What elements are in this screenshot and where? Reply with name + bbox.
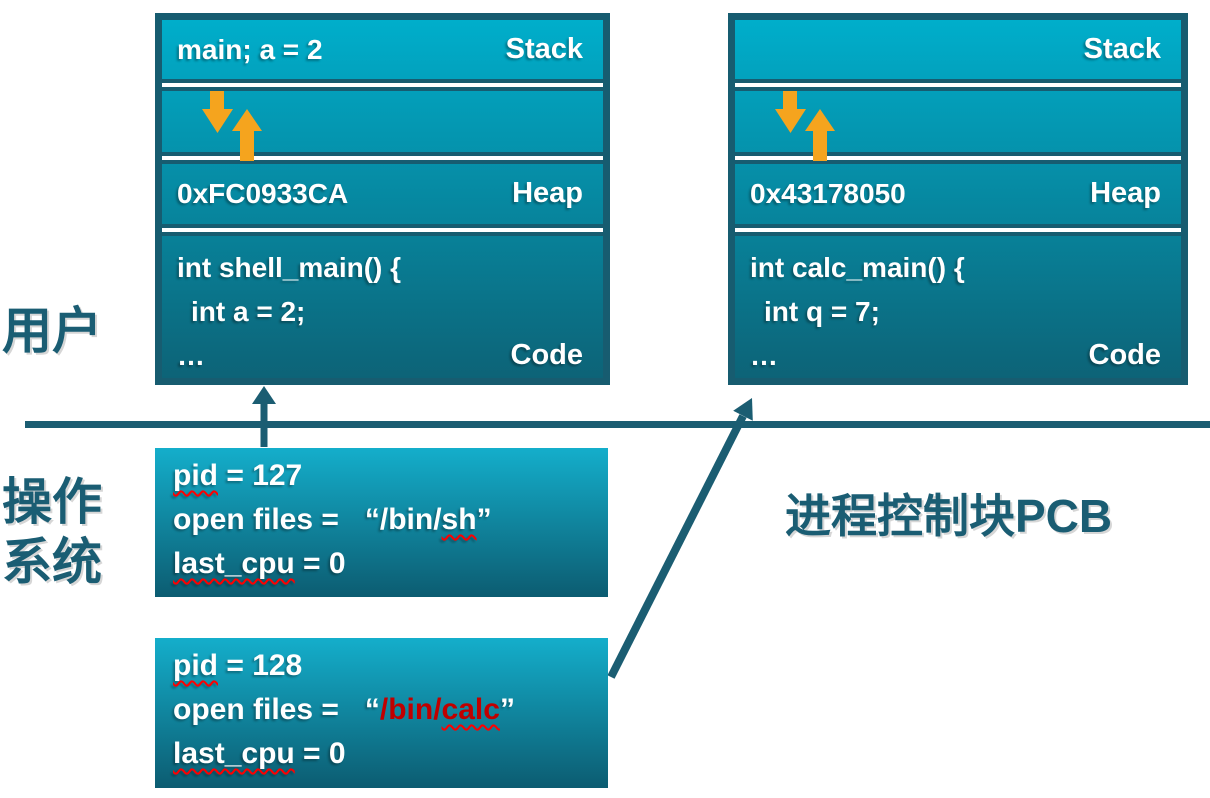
path-word: sh <box>441 503 477 536</box>
code-line-3: … <box>177 340 205 372</box>
pid-value: = 127 <box>218 459 303 492</box>
stack-section-shell: main; a = 2 Stack <box>162 20 603 79</box>
code-line-2: int a = 2; <box>191 296 306 328</box>
grow-up-arrow-icon <box>232 109 262 162</box>
code-label: Code <box>510 339 584 372</box>
pid-word: pid <box>173 649 218 682</box>
heap-section-shell: 0xFC0933CA Heap <box>162 164 603 224</box>
last-cpu-word: last_cpu <box>173 547 295 580</box>
code-line-2: int q = 7; <box>764 296 880 328</box>
section-divider <box>162 79 603 92</box>
path-prefix: /bin/ <box>379 503 442 536</box>
stack-label: Stack <box>505 33 583 66</box>
section-divider <box>162 151 603 164</box>
user-space-label: 用户 <box>2 303 102 359</box>
heap-value: 0x43178050 <box>750 177 906 209</box>
os-label-line1: 操作 <box>2 474 102 530</box>
grow-up-arrow-icon <box>805 109 835 162</box>
heap-section-calc: 0x43178050 Heap <box>735 164 1181 224</box>
stack-section-calc: Stack <box>735 20 1181 79</box>
code-line-3: … <box>750 340 778 372</box>
last-cpu-word: last_cpu <box>173 737 295 770</box>
code-section-shell: int shell_main() { int a = 2; … Code <box>162 236 603 378</box>
open-quote: “ <box>364 693 380 726</box>
stack-growth-arrows <box>775 91 835 162</box>
section-divider <box>735 224 1181 237</box>
pcb-pid-line: pid = 127 <box>173 454 608 498</box>
pcb-open-files-line: open files = “/bin/calc” <box>173 688 608 732</box>
grow-down-arrow-icon <box>202 91 233 134</box>
pcb-open-files-line: open files = “/bin/sh” <box>173 498 608 542</box>
os-label-line2: 系统 <box>2 534 102 590</box>
code-line-1: int calc_main() { <box>750 252 965 284</box>
heap-label: Heap <box>1090 177 1161 210</box>
code-label: Code <box>1088 339 1162 372</box>
path-prefix: /bin/ <box>379 693 442 726</box>
open-files-label: open files = <box>173 693 339 726</box>
pcb-pid-line: pid = 128 <box>173 644 608 688</box>
stack-label: Stack <box>1083 33 1161 66</box>
pcb-last-cpu-line: last_cpu = 0 <box>173 732 608 776</box>
code-line-1: int shell_main() { <box>177 252 402 284</box>
os-space-label: 操作 系统 <box>2 472 102 592</box>
pcb-box-127: pid = 127 open files = “/bin/sh” last_cpu… <box>155 448 608 597</box>
heap-value: 0xFC0933CA <box>177 177 349 209</box>
heap-label: Heap <box>512 177 583 210</box>
pcb-caption: 进程控制块PCB <box>785 490 1113 542</box>
process-box-calc: Stack 0x43178050 Heap int calc_main() { … <box>728 13 1188 385</box>
code-section-calc: int calc_main() { int q = 7; … Code <box>735 236 1181 378</box>
process-box-shell: main; a = 2 Stack 0xFC0933CA Heap int sh… <box>155 13 610 385</box>
pcb-last-cpu-line: last_cpu = 0 <box>173 542 608 586</box>
section-divider <box>162 224 603 237</box>
last-cpu-value: = 0 <box>294 547 346 580</box>
pid-value: = 128 <box>218 649 303 682</box>
pcb128-to-process-arrow <box>607 398 753 679</box>
section-divider <box>735 151 1181 164</box>
open-files-label: open files = <box>173 503 339 536</box>
pcb127-to-process-arrow <box>252 386 276 447</box>
pid-word: pid <box>173 459 218 492</box>
section-divider <box>735 79 1181 92</box>
grow-down-arrow-icon <box>775 91 806 134</box>
close-quote: ” <box>476 503 492 536</box>
pcb-box-128: pid = 128 open files = “/bin/calc” last_c… <box>155 638 608 788</box>
stack-growth-section-shell <box>162 91 603 162</box>
last-cpu-value: = 0 <box>294 737 346 770</box>
stack-growth-arrows <box>202 91 262 162</box>
path-word: calc <box>441 693 500 726</box>
close-quote: ” <box>499 693 515 726</box>
open-quote: “ <box>364 503 380 536</box>
stack-growth-section-calc <box>735 91 1181 162</box>
stack-value: main; a = 2 <box>177 33 323 65</box>
